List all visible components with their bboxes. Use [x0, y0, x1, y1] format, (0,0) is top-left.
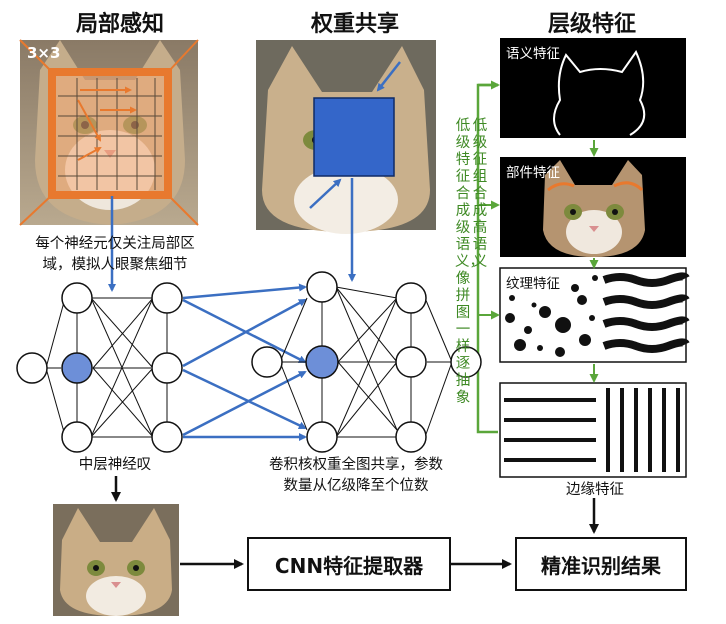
recognition-result-box: 精准识别结果	[515, 537, 687, 591]
weight-sharing-caption-line1: 卷积核权重全图共享，参数	[269, 457, 443, 473]
title-hierarchical-features: 层级特征	[547, 12, 636, 37]
left-network-nodes	[16, 282, 183, 453]
weight-sharing-caption-line2: 数量从亿级降至个位数	[283, 478, 429, 494]
semantic-feature-label: 语义特征	[506, 46, 560, 62]
parts-feature-panel	[500, 157, 686, 257]
local-perception-image	[19, 39, 199, 226]
vertical-abstraction-text-2: 低级征组合成高语义	[472, 118, 488, 270]
left-neural-network	[45, 297, 168, 438]
kernel-size-label: 3×3	[27, 44, 61, 62]
right-neural-network	[279, 286, 453, 438]
texture-feature-label: 纹理特征	[506, 272, 560, 292]
edge-feature-panel	[499, 382, 687, 478]
middle-layer-label: 中层神经叹	[78, 457, 152, 473]
title-local-perception: 局部感知	[75, 12, 164, 37]
edge-feature-label: 边缘特征	[566, 482, 624, 498]
parts-feature-label: 部件特征	[506, 165, 560, 181]
local-perception-caption-line1: 每个神经元仅关注局部区	[35, 236, 195, 252]
weight-sharing-caption: 卷积核权重全图共享，参数 数量从亿级降至个位数	[250, 455, 462, 497]
vertical-abstraction-text-1: 低级特征合成级语义，像拼图一样逐抽象	[455, 118, 484, 406]
right-network-nodes	[251, 271, 482, 453]
semantic-feature-panel	[500, 38, 686, 138]
texture-feature-panel	[499, 267, 690, 363]
bottom-cat-image	[53, 504, 179, 616]
cnn-feature-extractor-box: CNN特征提取器	[247, 537, 451, 591]
weight-sharing-image	[256, 40, 436, 234]
local-perception-caption-line2: 域，模拟人眼聚焦细节	[42, 257, 188, 273]
title-weight-sharing: 权重共享	[310, 12, 399, 37]
local-perception-caption: 每个神经元仅关注局部区 域，模拟人眼聚焦细节	[10, 234, 220, 276]
shared-kernel-square	[313, 97, 395, 177]
